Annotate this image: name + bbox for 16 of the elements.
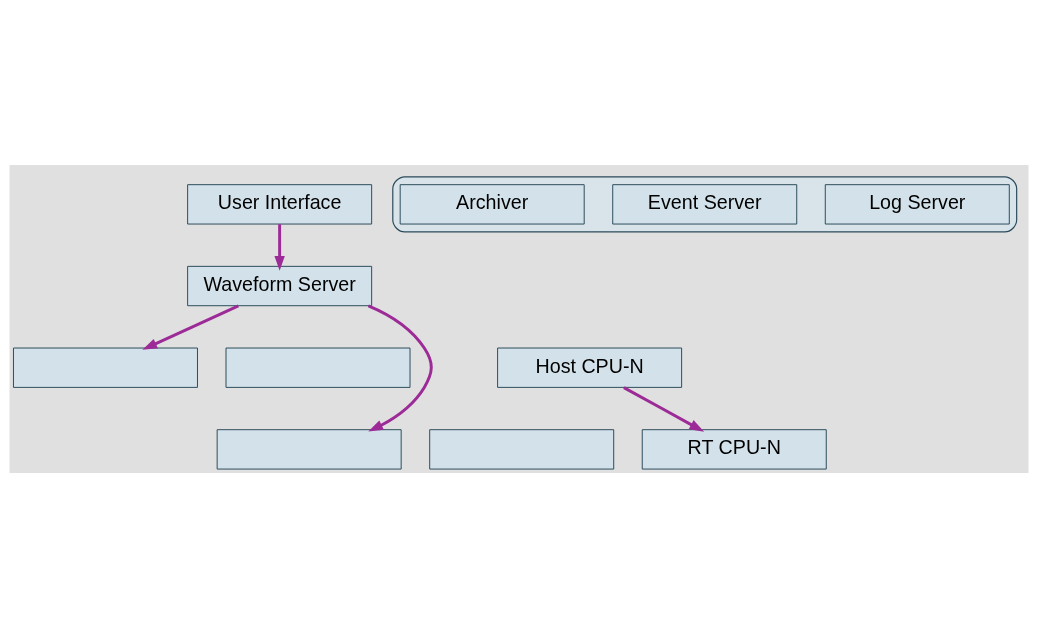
arrow bbox=[142, 304, 239, 350]
node-box: Log Server bbox=[824, 183, 1010, 225]
node-box: Event Server bbox=[612, 183, 798, 225]
arrow bbox=[623, 385, 705, 432]
node-box bbox=[12, 347, 198, 388]
node-box: Host CPU-N bbox=[497, 347, 683, 388]
node-box bbox=[225, 347, 411, 388]
node-box: User Interface bbox=[187, 183, 373, 225]
cluster bbox=[392, 175, 1018, 232]
node-box bbox=[429, 428, 615, 470]
node-box bbox=[216, 428, 402, 470]
node-box: RT CPU-N bbox=[641, 428, 827, 470]
arrow bbox=[367, 304, 433, 432]
node-box: Waveform Server bbox=[187, 265, 373, 306]
node-box: Archiver bbox=[399, 183, 585, 225]
arrow bbox=[274, 223, 285, 271]
